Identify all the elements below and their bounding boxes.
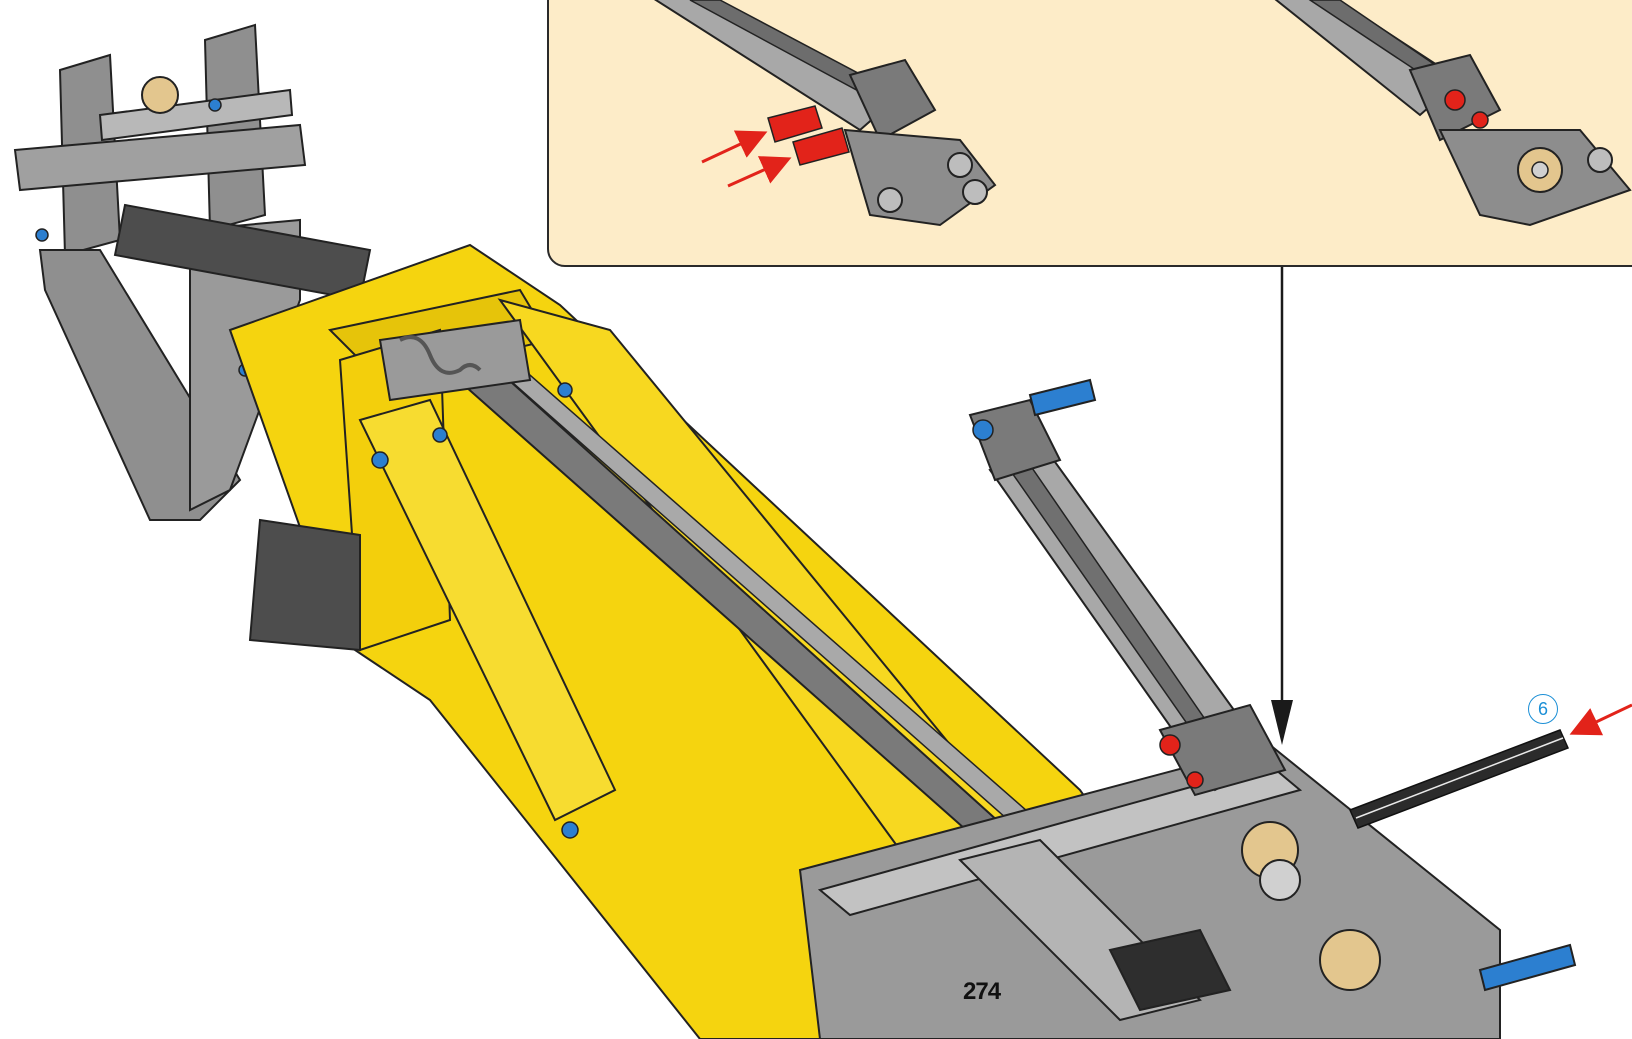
gray-base-frame	[798, 743, 1577, 1039]
tan-gear	[141, 76, 179, 114]
red-axle-pin	[767, 105, 850, 166]
page-number: 274	[963, 978, 1001, 1005]
pneumatic-cylinder	[968, 378, 1287, 797]
red-arrow-icon	[1569, 703, 1632, 736]
red-arrow-icon	[727, 156, 792, 188]
gray-end-frame	[13, 23, 372, 521]
red-arrow-icon	[701, 130, 768, 164]
callout-step-2	[1274, 0, 1632, 227]
tan-gear	[1319, 929, 1381, 991]
callout-step-1	[653, 0, 997, 227]
new-axle	[1348, 729, 1570, 829]
axle-length-badge: 6	[1528, 694, 1558, 724]
down-arrow-icon	[1271, 267, 1293, 745]
